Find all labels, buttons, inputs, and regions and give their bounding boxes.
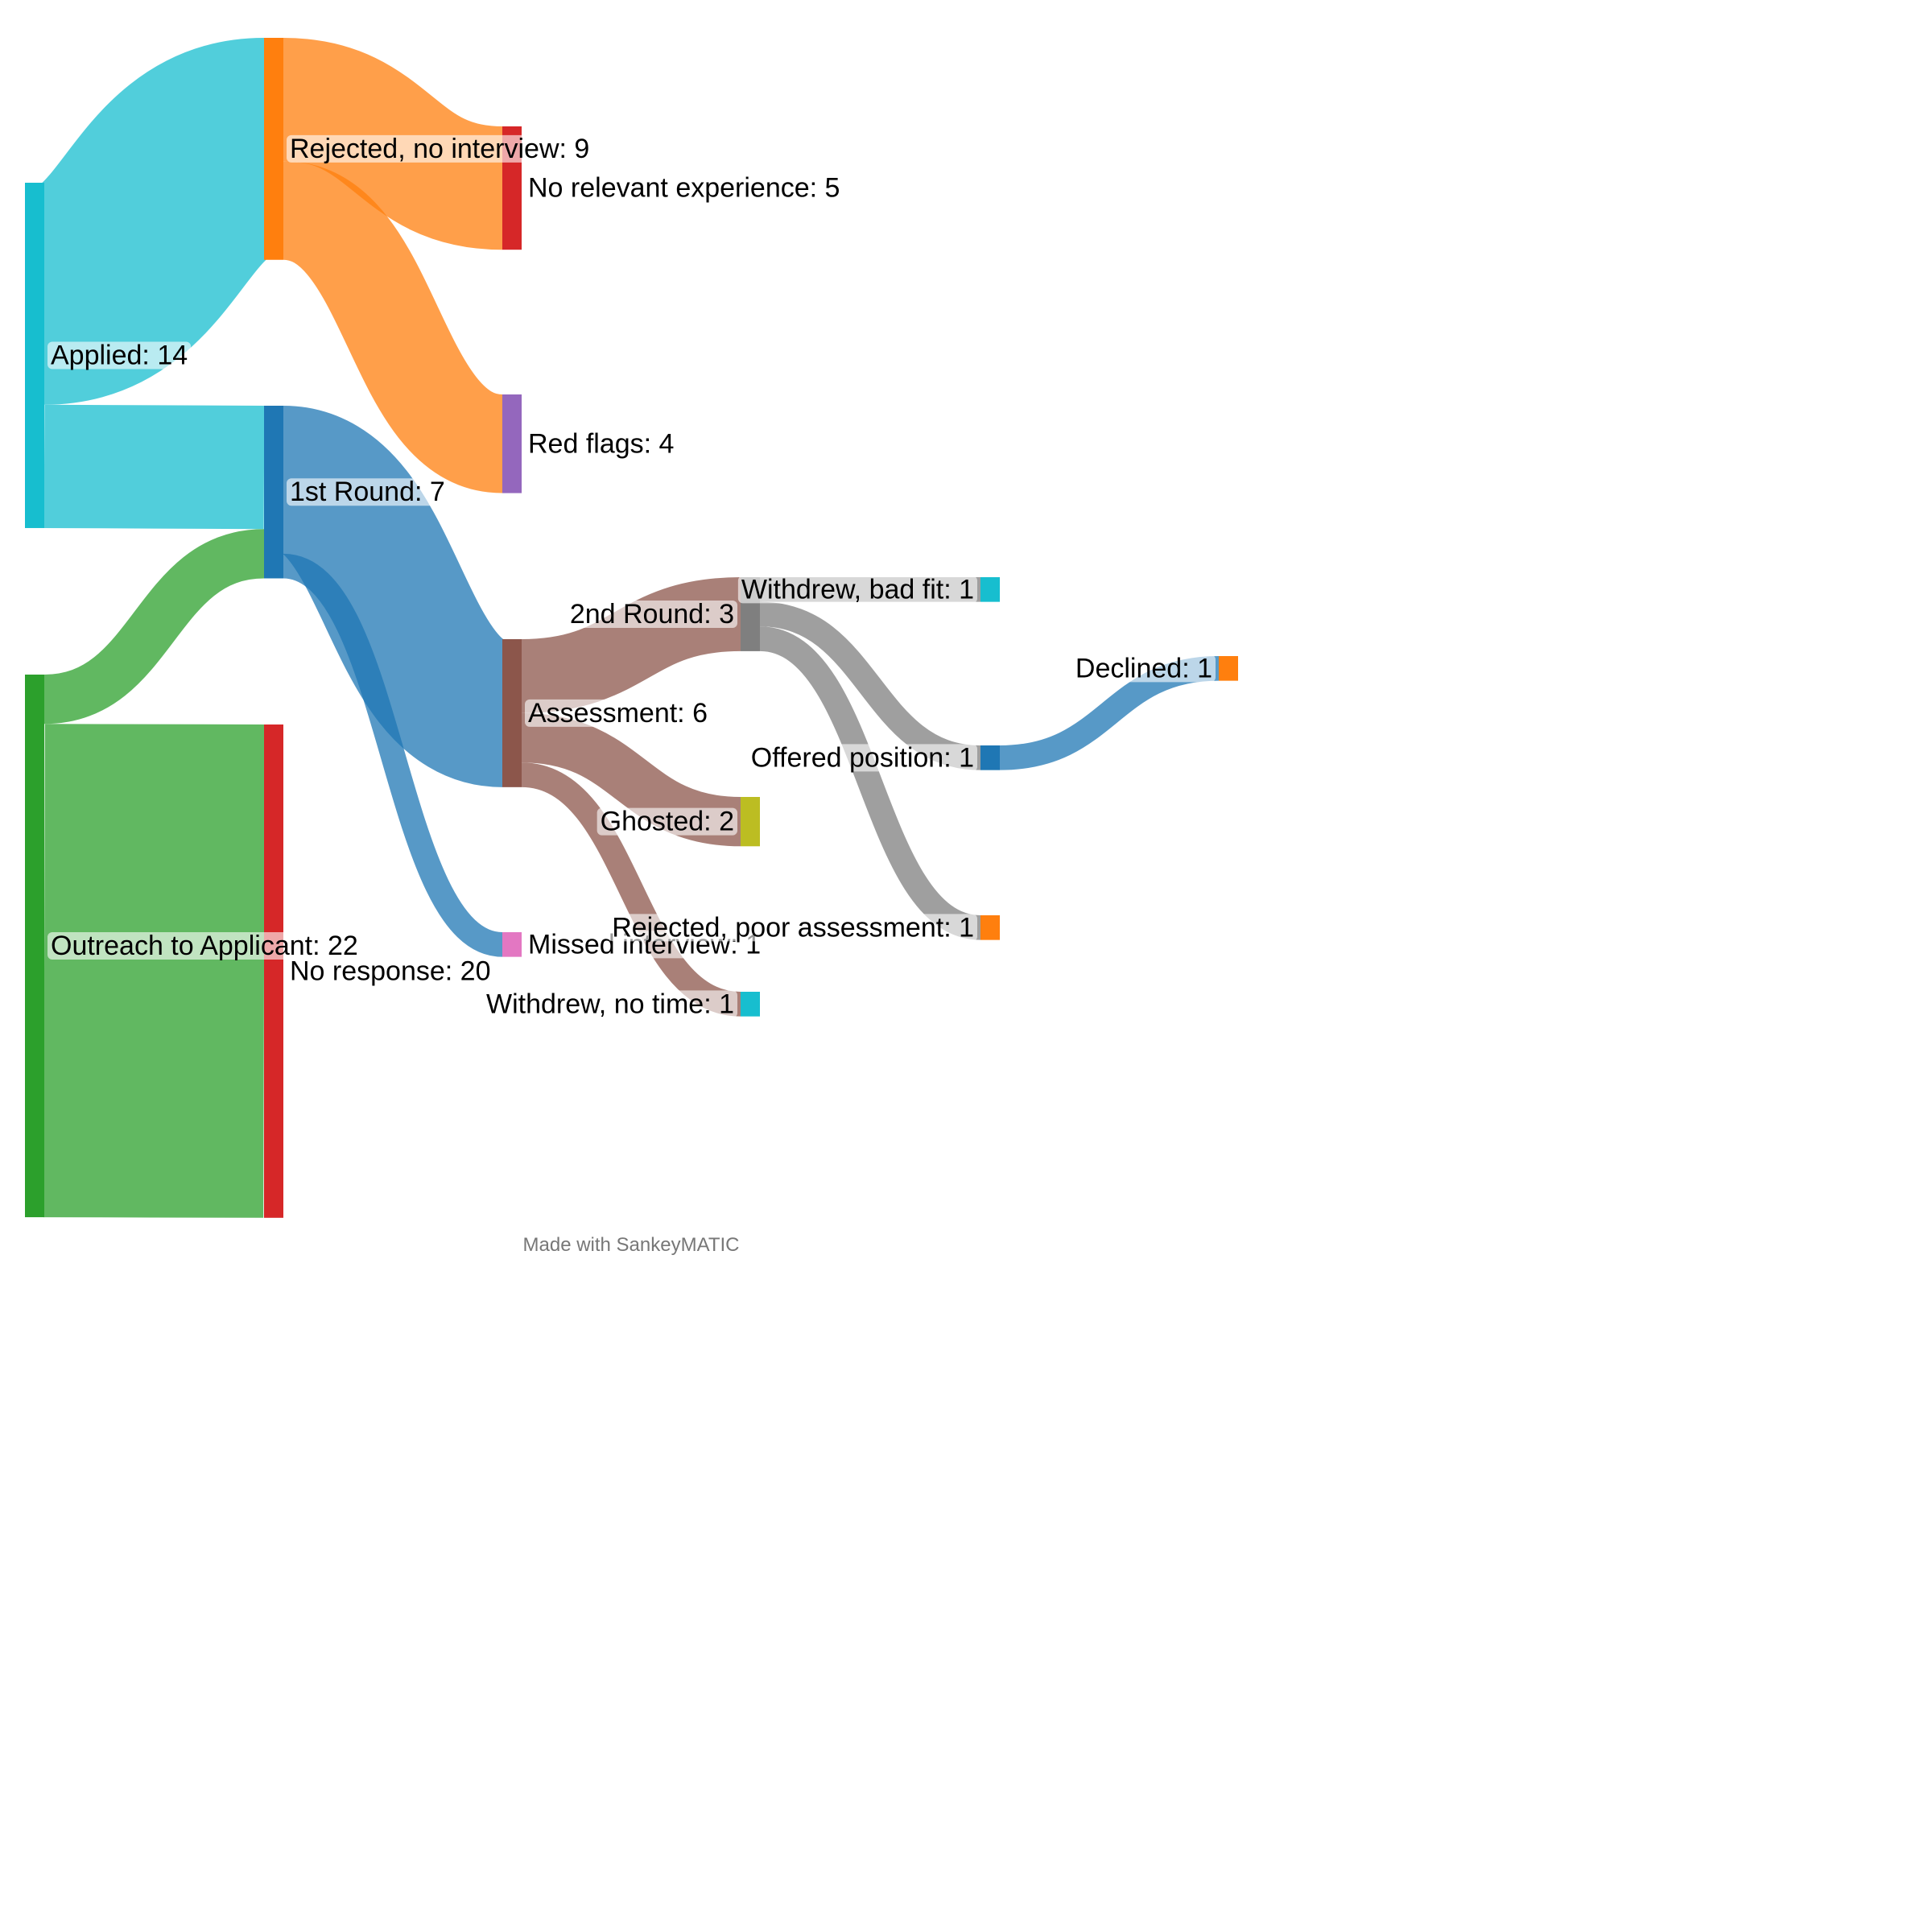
node-withdrew_bad_fit	[980, 577, 1000, 602]
node-label-rejected_no_interview: Rejected, no interview: 9	[290, 134, 589, 164]
label-background	[1071, 654, 1216, 683]
node-label-withdrew_no_time: Withdrew, no time: 1	[486, 989, 734, 1019]
node-label-first_round: 1st Round: 7	[290, 477, 445, 507]
node-outreach	[25, 675, 44, 1218]
label-background	[737, 576, 977, 604]
node-withdrew_no_time	[741, 992, 760, 1017]
node-label-second_round: 2nd Round: 3	[570, 599, 734, 630]
label-background	[747, 744, 977, 772]
label-background	[609, 914, 977, 942]
node-label-withdrew_bad_fit: Withdrew, bad fit: 1	[741, 574, 974, 605]
node-offered_position	[980, 745, 1000, 770]
node-label-declined: Declined: 1	[1075, 653, 1212, 683]
credit-text: Made with SankeyMATIC	[523, 1234, 740, 1256]
node-label-ghosted: Ghosted: 2	[601, 807, 734, 837]
label-background	[525, 699, 711, 727]
flow-applied-to-first_round	[43, 404, 265, 530]
node-layer	[25, 38, 1238, 1218]
node-assessment	[502, 639, 522, 787]
flow-layer	[35, 38, 1220, 1218]
label-background	[525, 174, 844, 202]
sankey-diagram: Applied: 14 Outreach to Applicant: 22 Reje…	[25, 38, 1238, 1256]
flow-second_round-to-rejected_poor_assessment	[758, 626, 982, 940]
flow-applied-to-rejected_no_interview	[35, 38, 274, 405]
flow-outreach-to-no_response	[43, 724, 265, 1218]
flow-outreach-to-first_round	[43, 529, 266, 724]
label-background	[47, 341, 192, 369]
node-missed_interview	[502, 932, 522, 957]
node-applied	[25, 183, 44, 528]
node-label-red_flags: Red flags: 4	[528, 428, 674, 459]
node-label-no_relevant_experience: No relevant experience: 5	[528, 173, 840, 204]
node-label-outreach: Outreach to Applicant: 22	[51, 931, 358, 961]
label-layer: Applied: 14 Outreach to Applicant: 22 Reje…	[47, 134, 1216, 1019]
node-label-no_response: No response: 20	[290, 956, 491, 986]
node-red_flags	[502, 394, 522, 493]
node-label-offered_position: Offered position: 1	[751, 742, 974, 773]
label-background	[47, 932, 361, 960]
node-declined	[1219, 656, 1238, 681]
label-background	[287, 957, 494, 985]
node-label-assessment: Assessment: 6	[528, 698, 708, 729]
label-background	[287, 134, 593, 163]
flow-rejected_no_interview-to-red_flags	[279, 161, 507, 493]
label-background	[566, 600, 737, 628]
flow-first_round-to-missed_interview	[282, 553, 504, 957]
node-rejected_no_interview	[264, 38, 283, 260]
node-label-applied: Applied: 14	[51, 340, 188, 370]
node-rejected_poor_assessment	[980, 915, 1000, 940]
node-first_round	[264, 406, 283, 579]
label-background	[482, 990, 737, 1018]
node-no_response	[264, 724, 283, 1218]
node-label-rejected_poor_assessment: Rejected, poor assessment: 1	[612, 912, 974, 943]
label-background	[287, 478, 448, 506]
label-background	[525, 430, 678, 458]
label-background	[597, 807, 737, 836]
node-ghosted	[741, 797, 760, 847]
